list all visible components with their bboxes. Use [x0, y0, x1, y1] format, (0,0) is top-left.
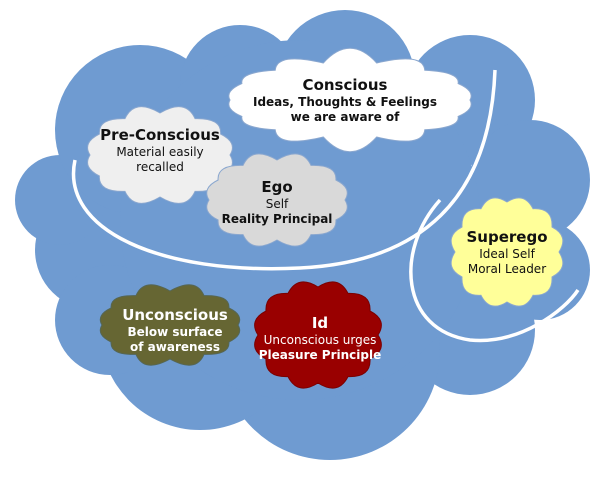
superego-line2: Moral Leader: [467, 261, 547, 276]
id-label: Id Unconscious urges Pleasure Principle: [259, 314, 382, 363]
ego-cloud: [206, 153, 348, 247]
id-cloud-shape: [254, 281, 382, 389]
superego-cloud-shape: [450, 197, 564, 307]
ego-line2: Reality Principal: [221, 211, 333, 226]
preconscious-cloud: [87, 106, 233, 204]
preconscious-line1: Material easily: [116, 144, 204, 159]
preconscious-cloud-shape: [87, 106, 233, 204]
unconscious-line1: Below surface: [127, 324, 223, 339]
conscious-cloud: [228, 47, 472, 153]
superego-boundary-arc: [409, 198, 580, 343]
unconscious-title: Unconscious: [122, 306, 228, 324]
preconscious-label: Pre-Conscious Material easily recalled: [100, 126, 220, 175]
ego-cloud-shape: [206, 153, 348, 247]
ego-line1: Self: [265, 196, 289, 211]
conscious-cloud-shape: [228, 47, 472, 153]
id-title: Id: [311, 314, 329, 332]
unconscious-label: Unconscious Below surface of awareness: [122, 306, 228, 355]
superego-title: Superego: [466, 228, 548, 246]
ego-title: Ego: [261, 178, 293, 196]
unconscious-line2: of awareness: [130, 339, 220, 354]
conscious-line2: we are aware of: [290, 109, 400, 124]
id-line2: Pleasure Principle: [258, 347, 382, 362]
id-cloud: [254, 281, 382, 389]
conscious-title: Conscious: [302, 76, 388, 94]
id-line1: Unconscious urges: [263, 332, 377, 347]
ego-label: Ego Self Reality Principal: [222, 178, 333, 227]
unconscious-cloud-shape: [99, 284, 241, 366]
unconscious-cloud: [99, 284, 241, 366]
superego-line1: Ideal Self: [479, 246, 535, 261]
conscious-label: Conscious Ideas, Thoughts & Feelings we …: [253, 76, 437, 125]
superego-label: Superego Ideal Self Moral Leader: [466, 228, 547, 277]
conscious-line1: Ideas, Thoughts & Feelings: [252, 94, 438, 109]
consciousness-boundary-arc: [71, 69, 497, 271]
preconscious-title: Pre-Conscious: [100, 126, 220, 144]
superego-cloud: [450, 197, 564, 307]
preconscious-line2: recalled: [136, 159, 184, 174]
